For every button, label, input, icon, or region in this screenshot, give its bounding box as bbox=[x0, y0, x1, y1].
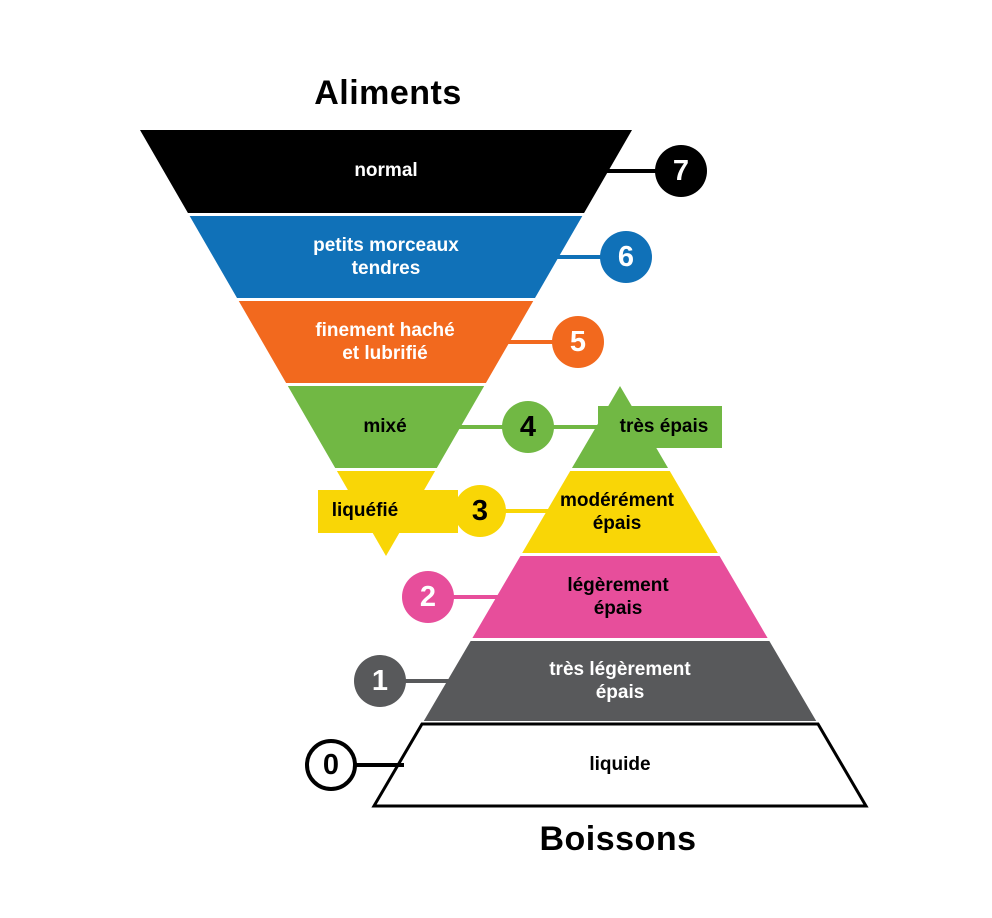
label-line: petits morceaux bbox=[313, 235, 459, 256]
label-line: liquéfié bbox=[331, 500, 399, 521]
boissons-level-4-label: très épais bbox=[599, 415, 729, 438]
label-line: très légèrement bbox=[549, 659, 691, 680]
boissons-title: Boissons bbox=[539, 820, 697, 858]
aliments-title: Aliments bbox=[314, 74, 462, 112]
label-line: épais bbox=[595, 682, 645, 703]
aliments-level-5-label: finement haché et lubrifié bbox=[255, 319, 515, 365]
badge-number: 6 bbox=[617, 240, 635, 273]
label-line: et lubrifié bbox=[342, 343, 428, 364]
scale-badge-2: 2 bbox=[402, 571, 454, 623]
badge-number: 4 bbox=[519, 410, 537, 443]
aliments-band-7 bbox=[140, 130, 632, 213]
scale-badge-4: 4 bbox=[502, 401, 554, 453]
badge-number: 0 bbox=[322, 748, 340, 781]
label-line: légèrement bbox=[567, 575, 669, 596]
tres-epais-tab bbox=[598, 406, 722, 448]
aliments-level-7-label: normal bbox=[256, 159, 516, 182]
badge-number: 7 bbox=[672, 154, 690, 187]
label-line: finement haché bbox=[315, 320, 455, 341]
scale-badge-0: 0 bbox=[305, 739, 357, 791]
badge-number: 3 bbox=[471, 494, 489, 527]
label-line: épais bbox=[593, 598, 643, 619]
boissons-level-2-label: légèrement épais bbox=[488, 574, 748, 620]
scale-badge-5: 5 bbox=[552, 316, 604, 368]
boissons-level-0-label: liquide bbox=[490, 753, 750, 776]
label-line: tendres bbox=[351, 258, 421, 279]
label-line: normal bbox=[354, 160, 418, 181]
scale-badge-3: 3 bbox=[454, 485, 506, 537]
label-line: mixé bbox=[363, 416, 407, 437]
scale-badge-7: 7 bbox=[655, 145, 707, 197]
badge-number: 2 bbox=[419, 580, 437, 613]
aliments-level-6-label: petits morceaux tendres bbox=[256, 234, 516, 280]
label-line: liquide bbox=[589, 754, 651, 775]
badge-number: 1 bbox=[371, 664, 389, 697]
label-line: épais bbox=[592, 513, 642, 534]
boissons-level-1-label: très légèrement épais bbox=[490, 658, 750, 704]
liquefie-tab bbox=[318, 490, 458, 533]
label-line: modérément bbox=[559, 490, 675, 511]
scale-badge-1: 1 bbox=[354, 655, 406, 707]
boissons-level-3-label: modérément épais bbox=[487, 489, 747, 535]
badge-number: 5 bbox=[569, 325, 587, 358]
aliments-level-3-label: liquéfié bbox=[300, 499, 430, 522]
aliments-level-4-label: mixé bbox=[255, 415, 515, 438]
label-line: très épais bbox=[619, 416, 709, 437]
boissons-band-0 bbox=[371, 722, 869, 808]
scale-badge-6: 6 bbox=[600, 231, 652, 283]
